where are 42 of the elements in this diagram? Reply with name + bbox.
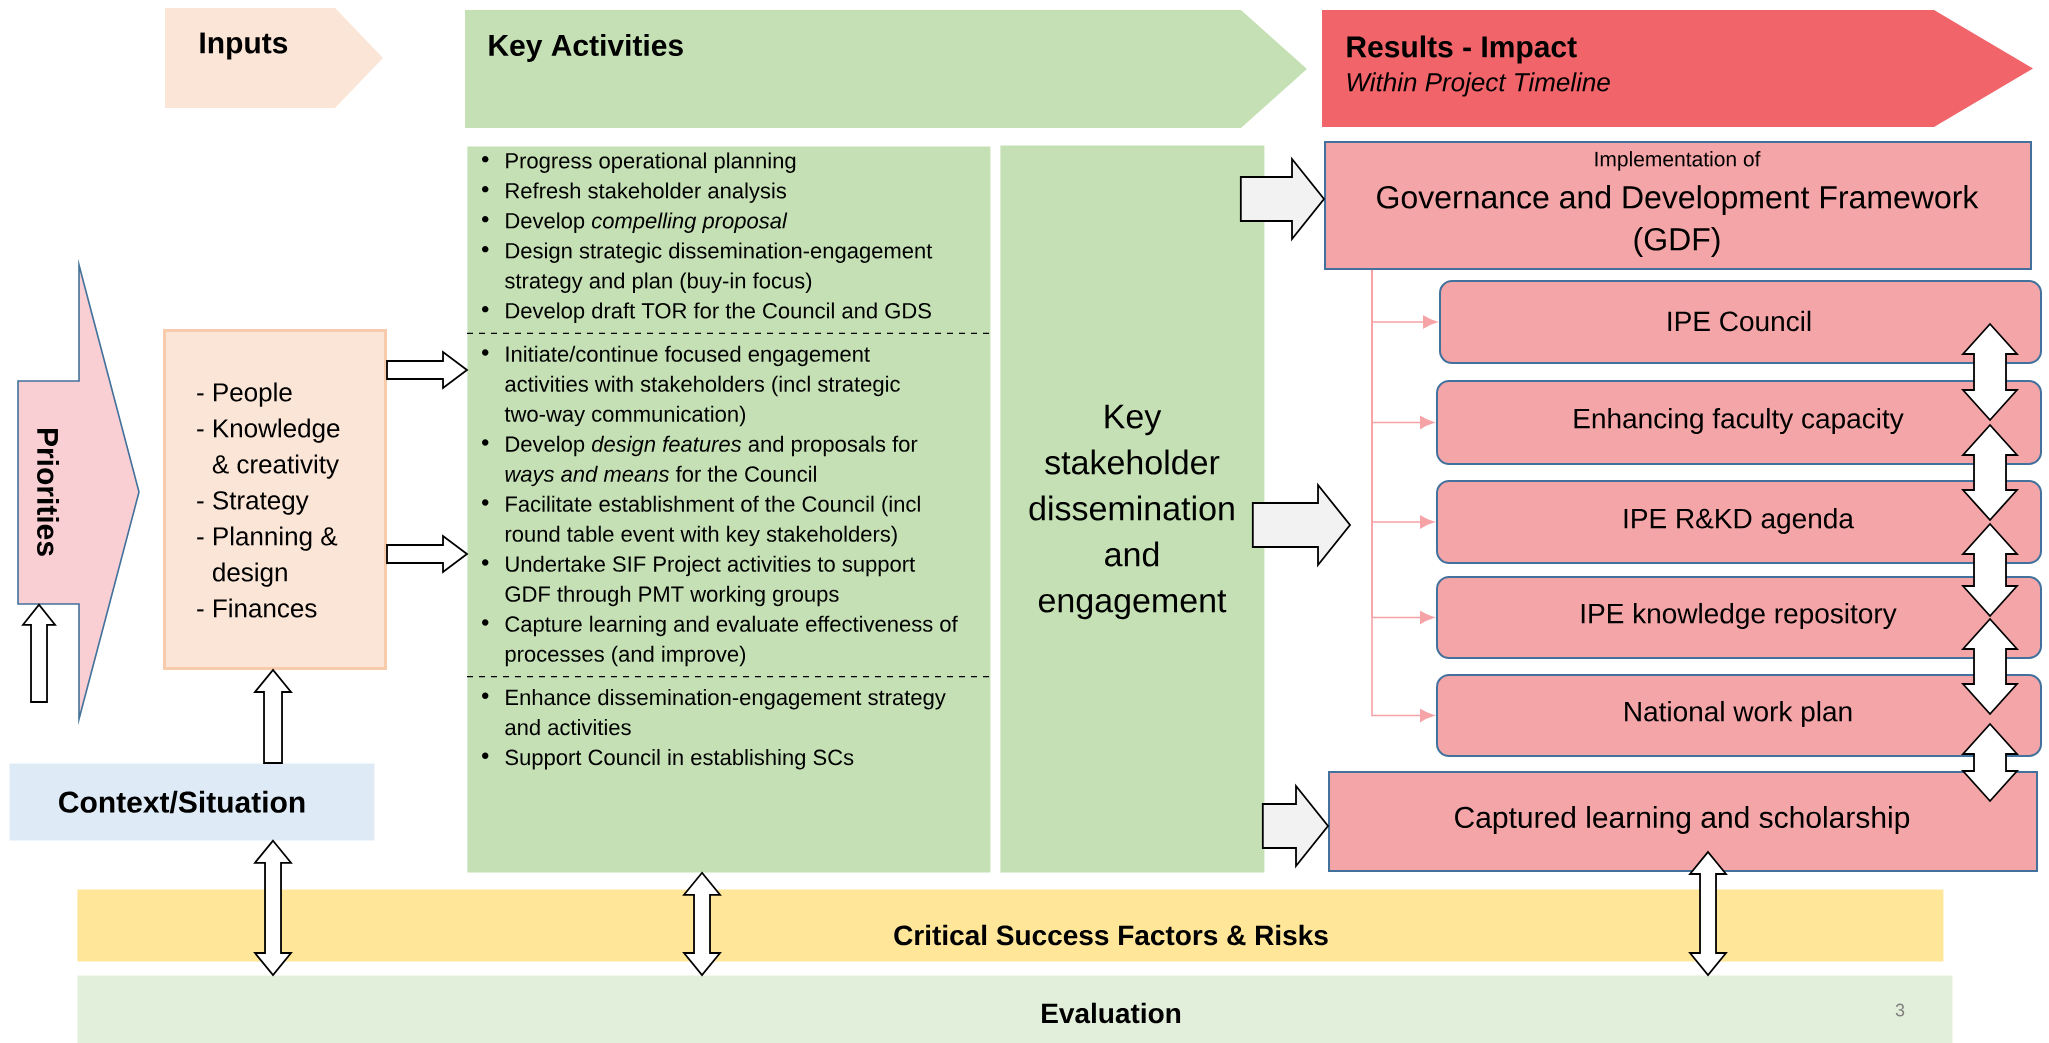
double-arrow <box>682 871 722 977</box>
priorities-banner: Priorities <box>17 258 140 726</box>
node-label: Initiate/continue focused engagement activities with stakeholders (incl strategic two-way communication) <box>504 345 900 427</box>
node-label: Design strategic dissemination-engagement strategy and plan (buy-in focus) <box>505 242 933 293</box>
connector-arrow <box>1371 269 1434 722</box>
block-arrow <box>386 350 469 390</box>
bullet-list: Initiate/continue focused engagement activities with stakeholders (incl strategic two-way communication) Develop design features and proposals for ways and means for the Council Facilitate establishment of the Council (incl round table event with key stakeholders) Undertake SIF Project activities to support GDF through PMT working groups Capture learning and evaluate effectiveness of processes (and improve) <box>482 345 958 667</box>
result-box: Captured learning and scholarship <box>1328 771 2038 872</box>
result-box: IPE R&KD agenda <box>1436 480 2042 564</box>
result-box: Implementation of Governance and Development Framework (GDF) <box>1324 141 2032 270</box>
node-label: Enhance dissemination-engagement strategy and activities <box>505 689 946 736</box>
bullet-list: Enhance dissemination-engagement strategy and activities Support Council in establishing SCs <box>482 689 946 770</box>
node-label: Develop design features and proposals for ways and means for the Council <box>505 435 918 487</box>
node-label: Capture learning and evaluate effectiveness of processes (and improve) <box>505 615 958 667</box>
result-box: Enhancing faculty capacity <box>1436 380 2042 465</box>
block-arrow <box>1239 156 1326 242</box>
node-label: Refresh stakeholder analysis <box>506 182 787 203</box>
block-arrow <box>386 534 469 574</box>
result-box: National work plan <box>1436 674 2042 757</box>
block-arrow <box>1251 482 1352 568</box>
node-label: Facilitate establishment of the Council (incl round table event with key stakeholders) <box>505 495 920 547</box>
node-label: Undertake SIF Project activities to support GDF through PMT working groups <box>505 555 916 607</box>
header-banner: Results - Impact Within Project Timeline <box>1322 10 2033 127</box>
page-number: 3 <box>1895 1003 1905 1017</box>
header-banner: Inputs <box>165 8 383 108</box>
inputs-box: - People - Knowledge & creativity - Strategy - Planning & design - Finances <box>163 329 387 670</box>
node-label: Progress operational planning <box>506 152 796 173</box>
node-label: Support Council in establishing SCs <box>505 749 854 770</box>
block-arrow <box>253 668 293 764</box>
block-arrow <box>21 603 57 703</box>
double-arrow <box>253 839 293 977</box>
result-box: IPE knowledge repository <box>1436 576 2042 659</box>
band: Critical Success Factors & Risks <box>77 889 1944 962</box>
block-arrow <box>1261 783 1330 869</box>
bullet-list: Progress operational planning Refresh stakeholder analysis Develop compelling proposal Design strategic dissemination-engagement strategy and plan (buy-in focus) Develop draft TOR for the Council and GDS <box>482 152 933 323</box>
result-box: IPE Council <box>1439 280 2042 364</box>
process-box: Key stakeholder dissemination and engagement <box>1000 145 1265 873</box>
context-box: Context/Situation <box>9 763 375 841</box>
header-banner: Key Activities <box>465 10 1307 128</box>
node-label: Develop compelling proposal <box>506 212 788 233</box>
node-label: Develop draft TOR for the Council and GDS <box>506 302 931 323</box>
activity-panel <box>467 146 991 873</box>
